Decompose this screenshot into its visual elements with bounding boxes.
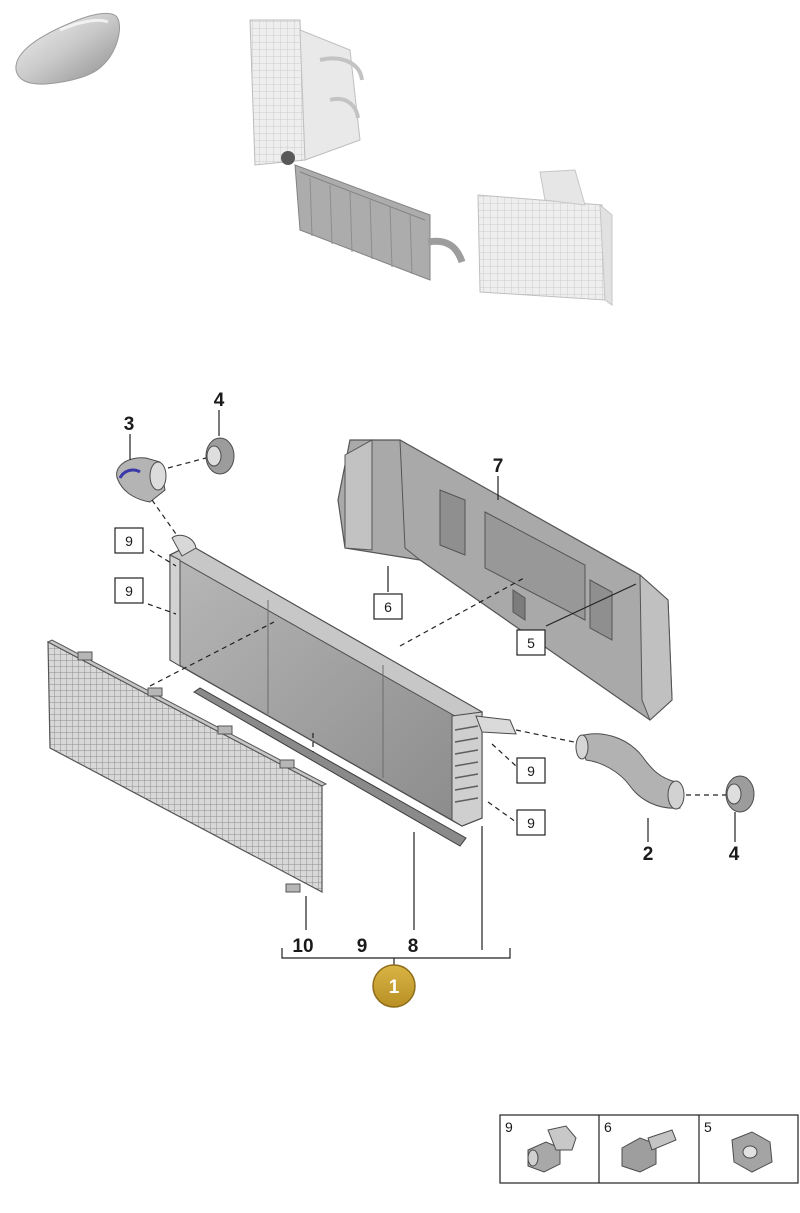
- callout-9-b: 9: [125, 583, 133, 599]
- plug-part-lower: [725, 775, 755, 813]
- callout-5: 5: [527, 635, 535, 651]
- callout-9-a: 9: [125, 533, 133, 549]
- callout-box-5: [516, 629, 546, 656]
- leader-lines: [129, 410, 736, 966]
- legend-number-6: 6: [604, 1119, 612, 1135]
- bolt-icon: [621, 1129, 677, 1173]
- callout-3: 3: [124, 414, 135, 435]
- callout-6: 6: [384, 599, 392, 615]
- callout-box-9-c: [516, 757, 546, 784]
- callout-box-9-a: [114, 527, 144, 554]
- callout-4-lower: 4: [729, 844, 740, 865]
- callout-4-upper: 4: [214, 390, 225, 411]
- radiator-core-part: [168, 534, 517, 827]
- vehicle-icon: [15, 12, 120, 85]
- seal-strip-part: [193, 687, 467, 847]
- bracket-number-9: 9: [357, 936, 368, 957]
- plug-part-upper: [205, 437, 235, 475]
- legend-number-9: 9: [505, 1119, 513, 1135]
- callout-box-9-b: [114, 577, 144, 604]
- callout-box-9-d: [516, 809, 546, 836]
- upper-hose-part: [116, 457, 167, 503]
- bracket-number-8: 8: [408, 936, 419, 957]
- radiator-grille-part: [46, 639, 328, 893]
- main-part-badge[interactable]: 1: [372, 964, 416, 1008]
- legend-number-5: 5: [704, 1119, 712, 1135]
- callout-7: 7: [493, 456, 504, 477]
- callout-2: 2: [643, 844, 654, 865]
- radiator-frame-part: [337, 439, 673, 721]
- callout-box-6: [373, 593, 403, 620]
- clip-icon: [527, 1125, 577, 1173]
- main-part-badge-label: 1: [389, 977, 400, 998]
- overview-assembly-illustration: [249, 19, 613, 306]
- callout-9-c: 9: [527, 763, 535, 779]
- bracket-number-10: 10: [292, 936, 313, 957]
- lower-hose-part: [575, 733, 685, 810]
- fastener-legend-table: 9 6 5: [499, 1114, 799, 1184]
- nut-icon: [731, 1131, 773, 1173]
- callout-9-d: 9: [527, 815, 535, 831]
